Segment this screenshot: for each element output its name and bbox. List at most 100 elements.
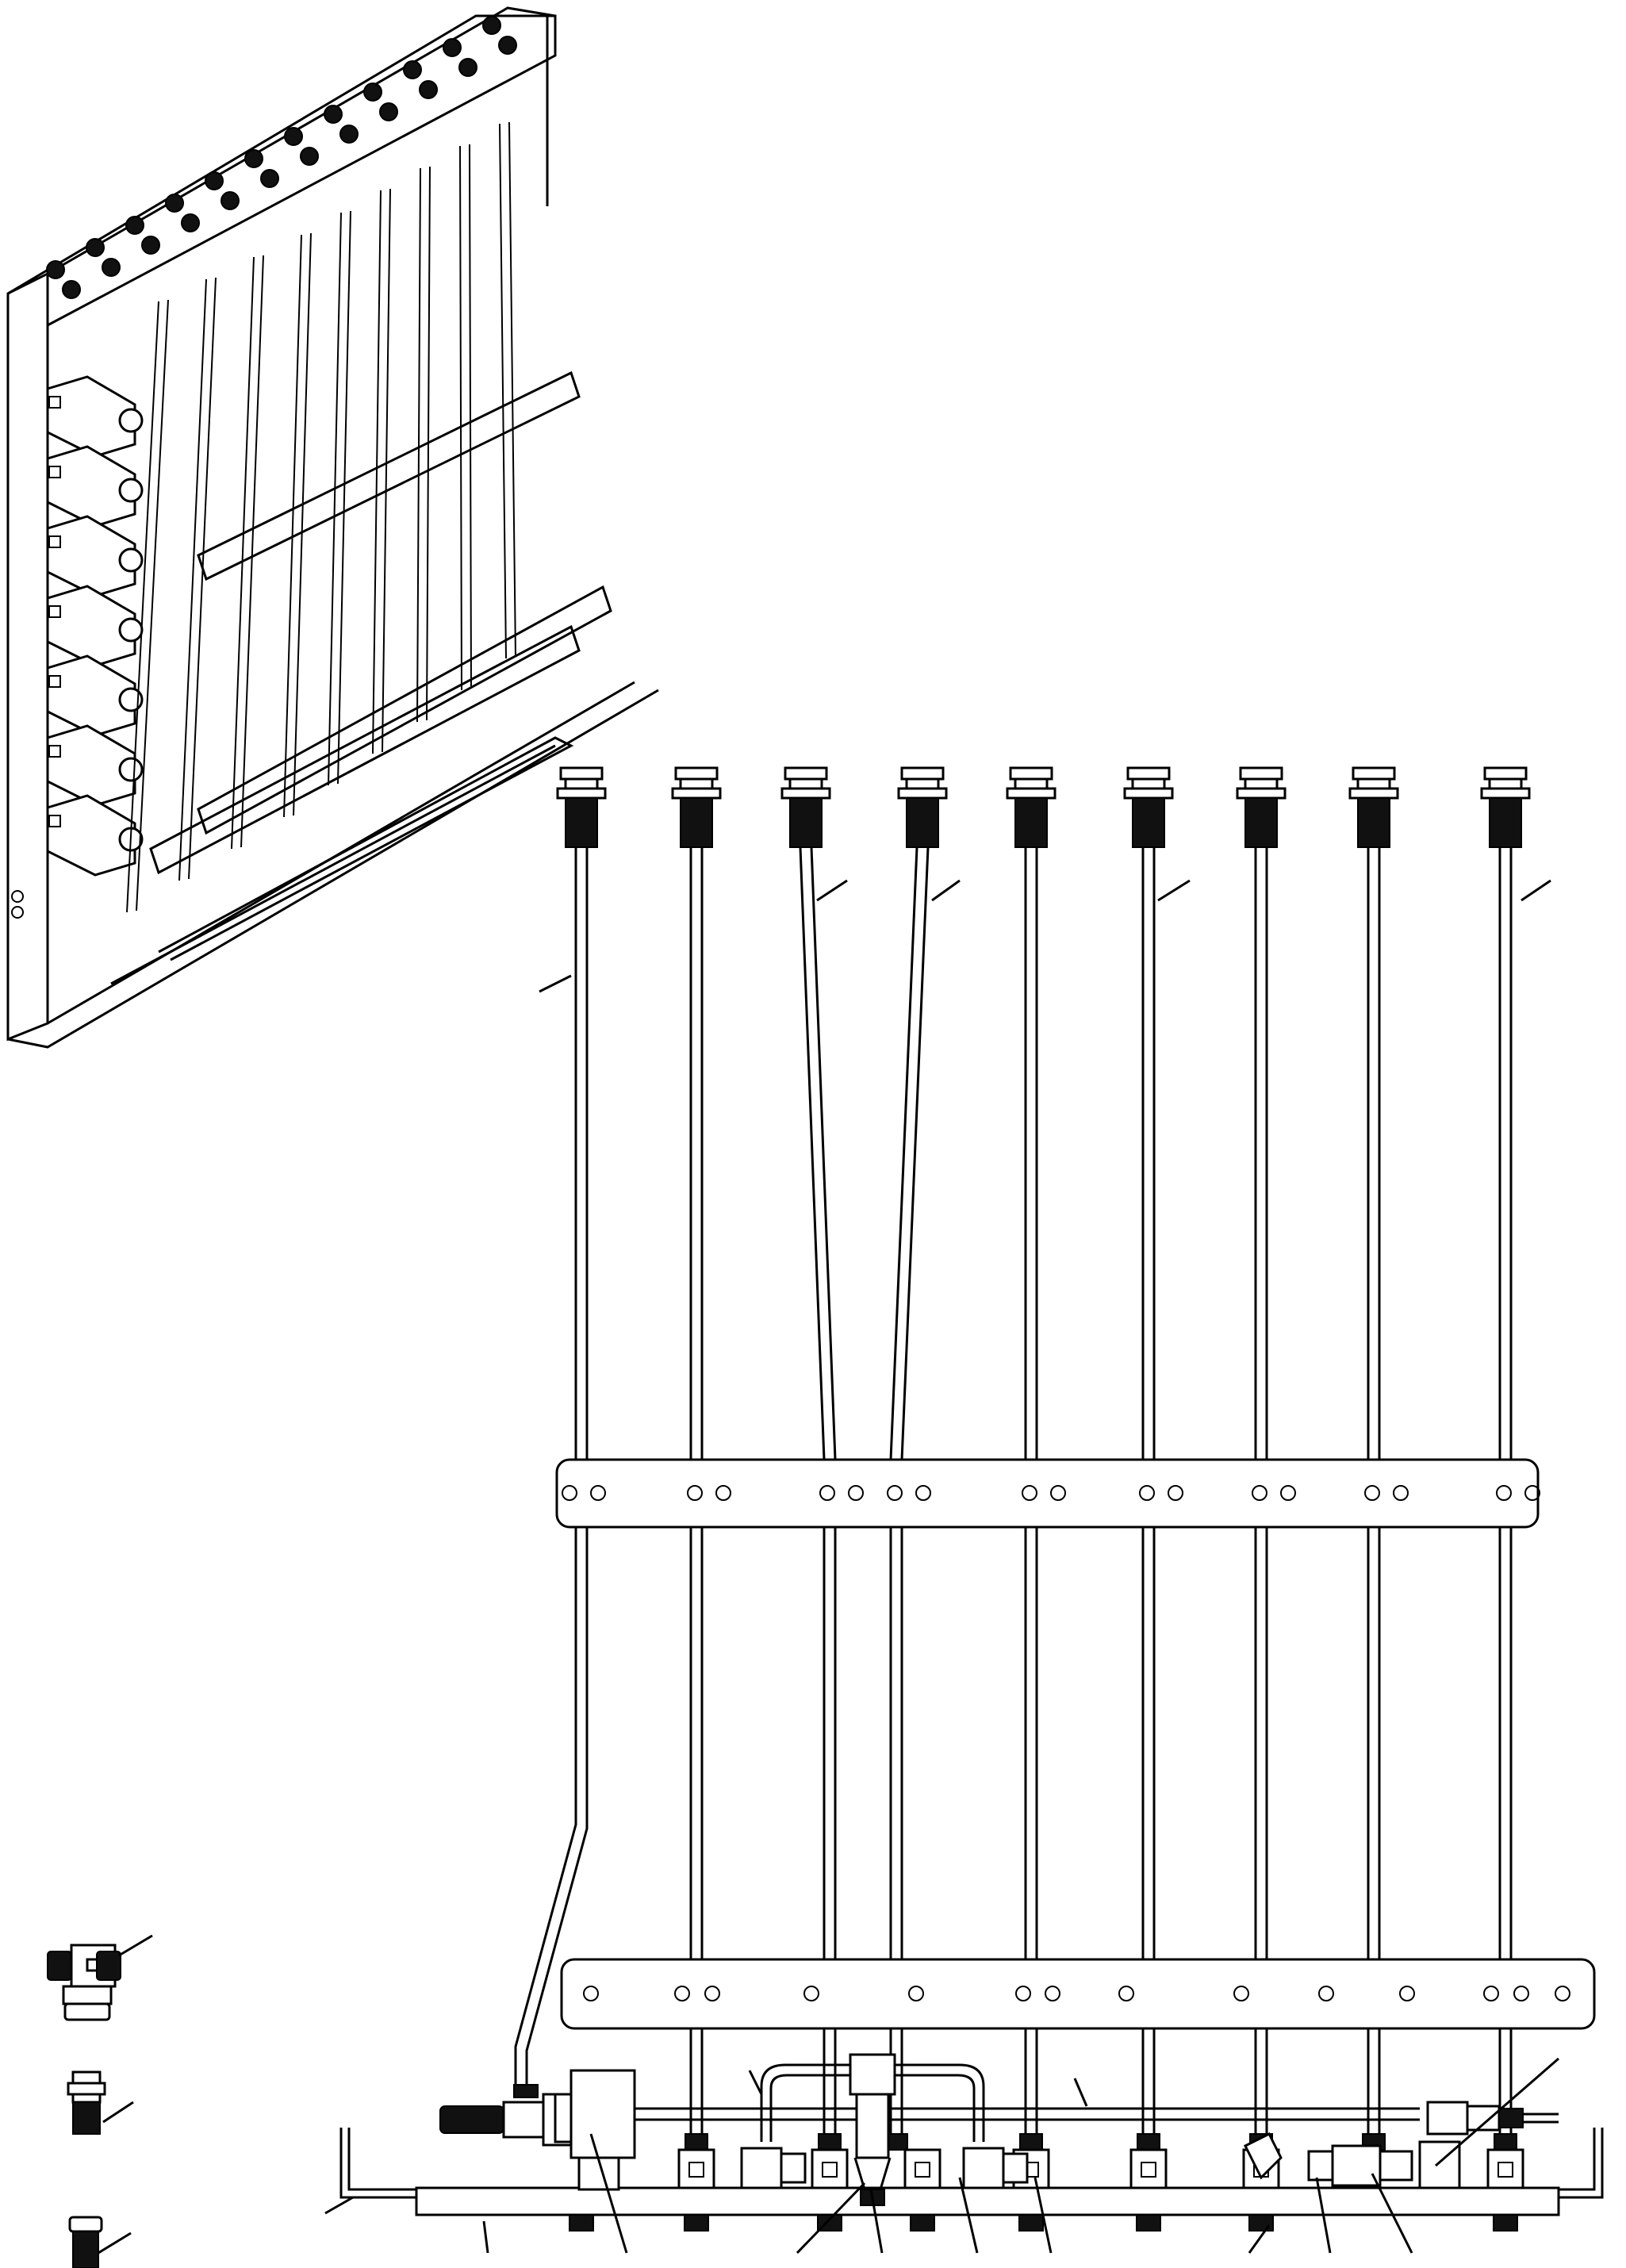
tube-nut: [1131, 777, 1166, 790]
leader-line: [482, 2220, 489, 2254]
iso-solenoid-valve: [46, 515, 144, 597]
tube-nut: [1014, 777, 1049, 790]
leader-line: [1034, 2177, 1053, 2254]
bracket-hole: [704, 1986, 720, 2001]
bracket-hole: [915, 1485, 931, 1501]
leader-line: [816, 879, 848, 902]
bracket-hole: [1022, 1485, 1037, 1501]
tube-nut: [559, 766, 604, 781]
upper-mounting-bracket: [555, 1458, 1540, 1529]
iso-port: [244, 149, 263, 168]
iso-port: [498, 36, 517, 55]
bracket-hole: [1513, 1986, 1529, 2001]
bracket-hole: [1050, 1485, 1066, 1501]
tube-nut: [1244, 777, 1279, 790]
leader-line: [931, 879, 961, 902]
bracket-hole: [1524, 1485, 1540, 1501]
valve-manifold-isometric-icon: [6, 6, 659, 1049]
tube-nut: [1483, 766, 1528, 781]
tube-washer: [1236, 787, 1287, 800]
elbow-fitting: [1243, 2132, 1413, 2187]
iso-solenoid-valve: [46, 724, 144, 807]
iso-tube: [459, 145, 462, 691]
iso-solenoid-valve: [46, 794, 144, 877]
iso-tube: [283, 234, 302, 818]
valve-port: [118, 547, 144, 573]
leader-line: [1315, 2177, 1332, 2254]
tube-nut: [1356, 777, 1391, 790]
tube-nut: [1352, 766, 1396, 781]
tube-washer: [1006, 787, 1057, 800]
right-end-rail: [1559, 2128, 1604, 2199]
union-fitting: [962, 2147, 1029, 2189]
tube-end-nut: [1137, 2133, 1160, 2151]
port-block: [903, 2148, 941, 2189]
tube-washer: [780, 787, 831, 800]
bracket-hole: [1233, 1986, 1249, 2001]
bracket-hole: [819, 1485, 835, 1501]
leader-line: [748, 2070, 763, 2095]
bracket-hole: [1118, 1986, 1134, 2001]
bulkhead-connector-icon: [67, 2070, 134, 2135]
bracket-hole: [887, 1485, 903, 1501]
iso-tube: [178, 278, 207, 881]
tube-nut: [1126, 766, 1171, 781]
valve-body: [46, 445, 136, 528]
iso-tube: [499, 123, 507, 659]
tube-connector: [789, 797, 823, 848]
tube-end-nut: [1494, 2133, 1517, 2151]
tube-nut: [1009, 766, 1053, 781]
leader-line: [324, 2196, 354, 2215]
valve-body: [46, 375, 136, 458]
port-block: [1129, 2148, 1168, 2189]
iso-port: [141, 236, 160, 255]
bracket-hole: [590, 1485, 606, 1501]
valve-mark: [48, 466, 61, 478]
iso-tube: [469, 144, 472, 689]
iso-tube: [126, 301, 159, 913]
valve-mark: [48, 535, 61, 548]
port-square: [915, 2162, 930, 2178]
valve-body: [46, 515, 136, 597]
bracket-hole: [674, 1986, 690, 2001]
bracket-hole: [1364, 1485, 1380, 1501]
port-bottom-nut: [1493, 2214, 1518, 2232]
iso-solenoid-valve: [46, 375, 144, 458]
tube-connector: [1489, 797, 1522, 848]
bracket-hole: [1318, 1986, 1334, 2001]
bracket-hole: [848, 1485, 864, 1501]
bracket-hole: [1496, 1485, 1512, 1501]
iso-solenoid-valve: [46, 445, 144, 528]
leader-line: [869, 2189, 884, 2254]
port-bottom-nut: [1136, 2214, 1161, 2232]
bracket-hole: [1015, 1986, 1031, 2001]
tube-end-nut: [818, 2133, 842, 2151]
iso-tube: [382, 188, 391, 753]
iso-port: [300, 147, 319, 166]
right-connector: [1418, 2101, 1559, 2189]
iso-port: [363, 83, 382, 102]
lower-mounting-bracket: [560, 1958, 1596, 2030]
union-body: [740, 2147, 783, 2189]
bracket-hole: [1399, 1986, 1415, 2001]
iso-port: [458, 58, 477, 77]
tube-connector: [906, 797, 939, 848]
iso-tube: [293, 232, 312, 816]
valve-port: [118, 408, 144, 433]
iso-port: [260, 169, 279, 188]
bracket-hole: [1393, 1485, 1409, 1501]
tube-nut: [784, 766, 828, 781]
iso-tube: [231, 256, 255, 850]
iso-port: [403, 60, 422, 79]
iso-port: [284, 127, 303, 146]
port-block: [677, 2148, 715, 2189]
union-nut: [1002, 2152, 1029, 2184]
tee-fitting-icon: [47, 1934, 153, 2021]
union-fitting: [740, 2147, 807, 2189]
valve-port: [118, 687, 144, 712]
port-bottom-nut: [1248, 2214, 1274, 2232]
port-bottom-nut: [569, 2214, 594, 2232]
port-square: [688, 2162, 704, 2178]
valve-port: [118, 757, 144, 782]
port-bottom-nut: [684, 2214, 709, 2232]
